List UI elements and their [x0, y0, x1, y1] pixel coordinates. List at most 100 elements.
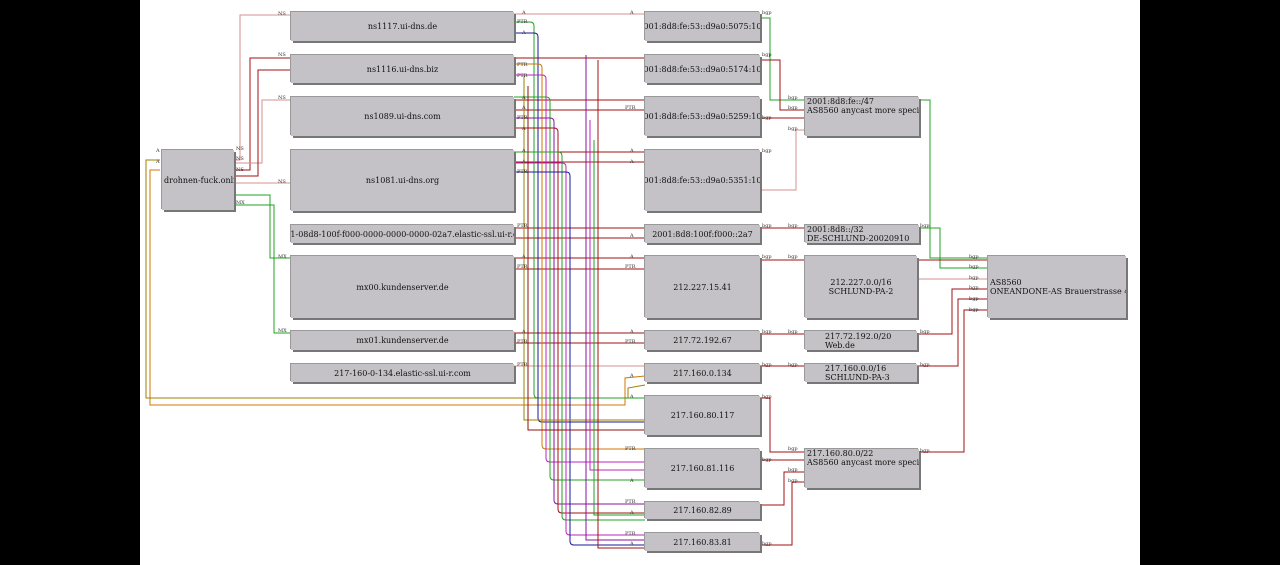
ip-node-1[interactable]: 2001:8d8:fe:53::d9a0:5075:100 — [645, 12, 760, 41]
edge-line-34 — [527, 86, 645, 431]
edge-line-36 — [589, 120, 645, 471]
edge-label-ns-1: NS — [278, 11, 286, 17]
ip-node-7[interactable]: 217.72.192.67 — [645, 331, 760, 350]
edge-label-ptr-9: PTR — [625, 264, 636, 270]
ip-node-6[interactable]: 212.227.15.41 — [645, 256, 760, 318]
edge-label-ns-7: NS — [236, 167, 244, 173]
edge-label-ptr-15: PTR — [625, 531, 636, 537]
ip-node-8[interactable]: 217.160.0.134 — [645, 364, 760, 382]
edge-label-bgp-3: bgp — [788, 95, 798, 101]
edge-label-ptr-10: PTR — [517, 339, 528, 345]
edge-label-bgp-7: bgp — [762, 148, 772, 154]
edge-line-25 — [514, 63, 645, 450]
edge-label-ptr-6: PTR — [517, 169, 528, 175]
edge-label-a-13: A — [630, 254, 634, 260]
edge-label-bgp-24: bgp — [969, 264, 979, 270]
edge-label-bgp-8: bgp — [762, 223, 772, 229]
ns1089-node[interactable]: ns1089.ui-dns.com — [291, 97, 514, 136]
ip-node-5[interactable]: 2001:8d8:100f:f000::2a7 — [645, 225, 760, 243]
edge-label-ptr-14: PTR — [625, 499, 636, 505]
domain-node[interactable]: drohnen-fuck.online — [162, 150, 234, 210]
prefix-node-4[interactable]: 217.72.192.0/20 Web.de — [805, 331, 917, 350]
edge-label-ptr-1: PTR — [517, 19, 528, 25]
edge-line-3 — [232, 99, 291, 164]
edge-label-ptr-2: PTR — [517, 62, 528, 68]
edge-label-a-11: A — [630, 233, 634, 239]
edge-label-ptr-11: PTR — [625, 339, 636, 345]
edge-label-a-4: A — [522, 95, 526, 101]
prefix-node-5[interactable]: 217.160.0.0/16 SCHLUND-PA-3 — [805, 364, 917, 382]
prefix-node-2[interactable]: 2001:8d8::/32 DE-SCHLUND-20020910 — [805, 225, 919, 243]
edge-label-a-19: A — [630, 510, 634, 516]
prefix-2-line-1: 2001:8d8::/32 — [807, 225, 864, 234]
elastic-v4-node[interactable]: 217-160-0-134.elastic-ssl.ui-r.com — [291, 364, 514, 382]
edge-label-bgp-5: bgp — [762, 115, 772, 121]
prefix-1-line-1: 2001:8d8:fe::/47 — [807, 97, 875, 106]
edge-label-bgp-25: bgp — [969, 275, 979, 281]
edge-label-bgp-28: bgp — [969, 307, 979, 313]
edge-line-35 — [585, 55, 645, 541]
edge-line-40 — [760, 59, 805, 111]
edge-label-bgp-20: bgp — [788, 478, 798, 484]
edge-label-a-1: A — [522, 10, 526, 16]
edge-label-bgp-6: bgp — [788, 126, 798, 132]
prefix-3-line-2: SCHLUND-PA-2 — [828, 287, 894, 296]
edge-label-ns-3: NS — [278, 95, 286, 101]
edge-line-49 — [760, 471, 805, 506]
ns1117-node[interactable]: ns1117.ui-dns.de — [291, 12, 514, 41]
elastic-v6-node[interactable]: 2001-08d8-100f-f000-0000-0000-0000-02a7.… — [291, 225, 514, 243]
as-node[interactable]: AS8560 ONEANDONE-AS Brauerstrasse 48 — [988, 256, 1126, 318]
edge-label-ptr-13: PTR — [625, 446, 636, 452]
edge-label-bgp-4: bgp — [788, 105, 798, 111]
edge-line-32 — [514, 171, 645, 546]
ip-node-12[interactable]: 217.160.83.81 — [645, 533, 760, 551]
edge-label-a-20: A — [630, 541, 634, 547]
ip-node-2[interactable]: 2001:8d8:fe:53::d9a0:5174:100 — [645, 55, 760, 83]
ns1116-node[interactable]: ns1116.ui-dns.biz — [291, 55, 514, 83]
prefix-4-line-2: Web.de — [825, 340, 855, 350]
edge-line-9 — [149, 169, 646, 406]
edge-label-a-10: A — [630, 159, 634, 165]
edge-line-50 — [760, 481, 805, 546]
prefix-node-6[interactable]: 217.160.80.0/22 AS8560 anycast more spec… — [805, 449, 919, 488]
prefix-3-line-1: 212.227.0.0/16 — [830, 278, 892, 287]
mx01-node[interactable]: mx01.kundenserver.de — [291, 331, 514, 350]
edge-line-56 — [917, 309, 988, 453]
mx00-node[interactable]: mx00.kundenserver.de — [291, 256, 514, 318]
edge-line-27 — [514, 96, 645, 481]
edge-line-54 — [917, 288, 988, 335]
edge-label-bgp-31: bgp — [920, 448, 930, 454]
diagram-canvas: drohnen-fuck.online ns1117.ui-dns.de ns1… — [140, 0, 1140, 565]
edge-label-bgp-27: bgp — [969, 296, 979, 302]
edge-label-bgp-17: bgp — [788, 446, 798, 452]
edge-line-38 — [597, 60, 645, 549]
edge-label-bgp-21: bgp — [762, 541, 772, 547]
edge-line-33 — [523, 76, 645, 421]
prefix-node-1[interactable]: 2001:8d8:fe::/47 AS8560 anycast more spe… — [805, 97, 919, 136]
edge-label-a-9: A — [630, 148, 634, 154]
edge-label-ns-6: NS — [236, 156, 244, 162]
ip-node-4[interactable]: 2001:8d8:fe:53::d9a0:5351:100 — [645, 150, 760, 211]
ns1081-node[interactable]: ns1081.ui-dns.org — [291, 150, 514, 211]
edge-line-31 — [514, 162, 645, 536]
edge-label-mx-3: MX — [236, 200, 245, 206]
ip-node-10[interactable]: 217.160.81.116 — [645, 449, 760, 488]
prefix-2-line-2: DE-SCHLUND-20020910 — [807, 234, 910, 243]
edge-label-bgp-18: bgp — [762, 457, 772, 463]
edge-label-ptr-12: PTR — [517, 362, 528, 368]
ip-node-3[interactable]: 2001:8d8:fe:53::d9a0:5259:100 — [645, 97, 760, 136]
prefix-node-3[interactable]: 212.227.0.0/16 SCHLUND-PA-2 — [805, 256, 917, 318]
ip-node-11[interactable]: 217.160.82.89 — [645, 502, 760, 519]
edge-line-55 — [917, 298, 988, 367]
edge-label-bgp-11: bgp — [788, 254, 798, 260]
edge-label-a-7: A — [522, 148, 526, 154]
edges-layer — [145, 13, 988, 549]
ip-node-9[interactable]: 217.160.80.117 — [645, 396, 760, 435]
edge-label-ptr-3: PTR — [517, 73, 528, 79]
prefix-6-line-2: AS8560 anycast more specific — [807, 458, 919, 467]
edge-label-a-3: A — [630, 10, 634, 16]
edge-label-bgp-30: bgp — [920, 362, 930, 368]
edge-line-29 — [514, 127, 645, 514]
edge-label-ptr-4: PTR — [517, 115, 528, 121]
edge-line-39 — [760, 17, 805, 101]
